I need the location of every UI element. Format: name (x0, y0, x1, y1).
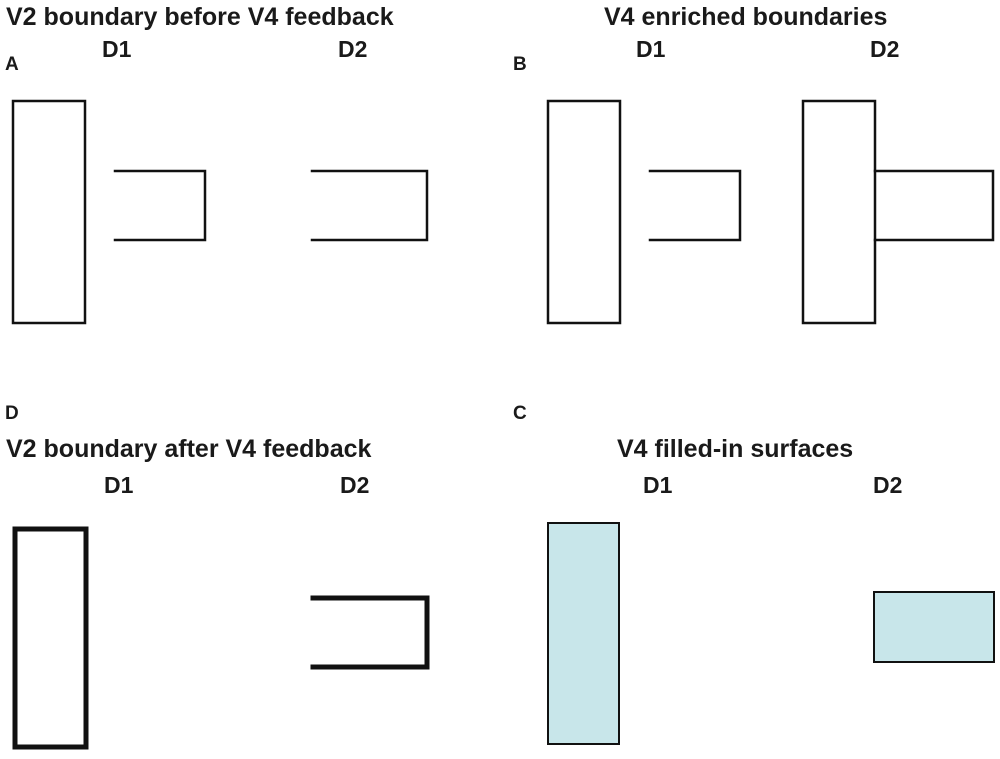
panel-a-letter: A (5, 54, 19, 75)
panel-a-title: V2 boundary before V4 feedback (6, 3, 394, 31)
panel-b-d1-rectangle (546, 99, 622, 325)
panel-a-d1-rectangle (11, 99, 87, 325)
panel-a-d1-open-bracket (113, 169, 207, 242)
panel-c-d1-label: D1 (643, 472, 673, 498)
panel-a-d2-label: D2 (338, 36, 368, 62)
panel-b-letter: B (513, 54, 527, 75)
panel-b-d1-label: D1 (636, 36, 666, 62)
panel-c-shapes (547, 522, 995, 745)
panel-b-shapes (546, 99, 995, 325)
panel-c-letter: C (513, 403, 527, 424)
panel-c-d2-label: D2 (873, 472, 903, 498)
panel-c-title: V4 filled-in surfaces (617, 435, 854, 463)
panel-a-d2-open-bracket (310, 169, 429, 242)
panel-d-d1-rectangle (12, 526, 89, 750)
panel-d-d1-label: D1 (104, 472, 134, 498)
panel-c-d2-filled-surface (873, 591, 995, 663)
panel-b-d2-rectangle (801, 99, 877, 325)
panel-c-d1-filled-surface (547, 522, 620, 745)
panel-a-shapes (11, 99, 429, 325)
panel-d-d2-open-bracket (310, 595, 430, 670)
panel-b-d2-label: D2 (870, 36, 900, 62)
panel-d-d2-label: D2 (340, 472, 370, 498)
panel-b-d2-enriched-bar (873, 169, 995, 242)
panel-b-title: V4 enriched boundaries (604, 3, 888, 31)
panel-d-letter: D (5, 403, 19, 424)
panel-a-d1-label: D1 (102, 36, 132, 62)
panel-b-d1-open-bracket (648, 169, 742, 242)
panel-d-shapes (12, 526, 430, 750)
panel-d-title: V2 boundary after V4 feedback (6, 435, 372, 463)
